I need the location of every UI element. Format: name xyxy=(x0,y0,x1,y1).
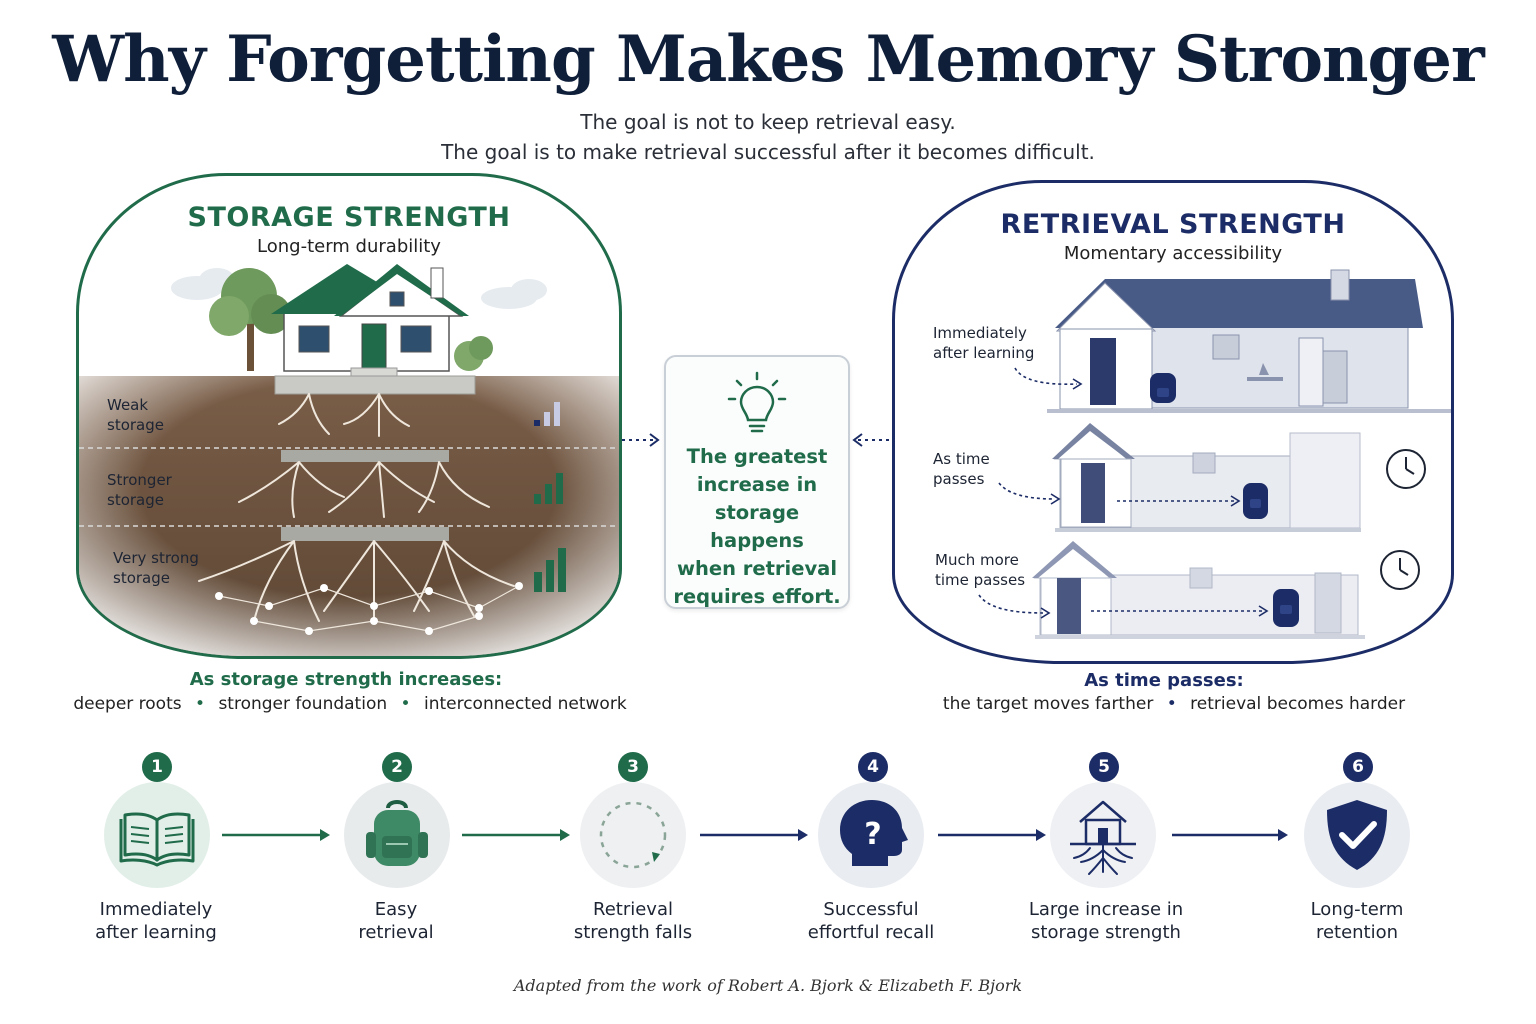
step-3-circle xyxy=(580,782,686,888)
backpack-icon-stage-3 xyxy=(1273,589,1299,627)
storage-title: STORAGE STRENGTH xyxy=(187,202,511,233)
step-5-circle xyxy=(1050,782,1156,888)
subtitle-line-1: The goal is not to keep retrieval easy. xyxy=(580,110,956,134)
step-6-number: 6 xyxy=(1343,752,1373,782)
fading-circle-icon xyxy=(599,801,667,869)
retrieval-caption-items: the target moves farther • retrieval bec… xyxy=(942,694,1406,714)
arrow-1-2-icon xyxy=(222,829,330,841)
backpack-icon xyxy=(366,800,428,866)
arrow-from-retrieval-icon xyxy=(852,433,890,447)
retrieval-title: RETRIEVAL STRENGTH xyxy=(1000,209,1346,240)
stronger-strength-bars xyxy=(534,473,563,504)
insight-text: The greatest increase in storage happens… xyxy=(673,445,841,608)
storage-strength-panel: STORAGE STRENGTH Long-term durability We… xyxy=(76,173,622,659)
arrow-5-6-icon xyxy=(1172,829,1288,841)
roots-weak xyxy=(278,393,410,437)
retrieval-illustration xyxy=(978,269,1451,639)
clock-icon-stage-2 xyxy=(1386,449,1426,489)
retrieval-subtitle: Momentary accessibility xyxy=(1063,243,1283,264)
storage-illustration xyxy=(79,264,619,656)
weak-strength-bars xyxy=(534,402,560,426)
retrieval-caption-heading: As time passes: xyxy=(1084,670,1244,691)
step-1-circle xyxy=(104,782,210,888)
backpack-icon-stage-1 xyxy=(1150,373,1176,403)
tree-icon xyxy=(209,268,493,371)
house-stage-3 xyxy=(1032,541,1365,639)
open-book-icon xyxy=(119,812,195,867)
credit-text: Adapted from the work of Robert A. Bjork… xyxy=(513,976,1023,995)
house-stage-2 xyxy=(1052,423,1361,532)
clock-icon-stage-3 xyxy=(1380,550,1420,590)
arrow-2-3-icon xyxy=(462,829,570,841)
storage-caption-items: deeper roots • stronger foundation • int… xyxy=(73,694,627,714)
head-question-icon: ? xyxy=(840,800,908,866)
very-strong-strength-bars xyxy=(534,548,566,592)
step-4-circle: ? xyxy=(818,782,924,888)
retrieval-strength-panel: RETRIEVAL STRENGTH Momentary accessibili… xyxy=(892,180,1454,664)
step-3-number: 3 xyxy=(618,752,648,782)
arrow-from-storage-icon xyxy=(622,433,660,447)
storage-subtitle: Long-term durability xyxy=(257,236,441,257)
house-roots-icon xyxy=(1070,800,1136,875)
backpack-icon-stage-2 xyxy=(1243,483,1268,519)
step-1-number: 1 xyxy=(142,752,172,782)
house-stage-1 xyxy=(1047,269,1451,413)
shield-check-icon xyxy=(1327,800,1387,870)
arrow-3-4-icon xyxy=(700,829,808,841)
svg-text:?: ? xyxy=(864,817,881,852)
roots-stronger xyxy=(238,461,490,518)
step-5-number: 5 xyxy=(1089,752,1119,782)
subtitle-line-2: The goal is to make retrieval successful… xyxy=(441,140,1095,164)
insight-box: The greatest increase in storage happens… xyxy=(664,355,850,609)
storage-caption-heading: As storage strength increases: xyxy=(189,669,503,690)
step-6-circle xyxy=(1304,782,1410,888)
lightbulb-icon xyxy=(727,371,787,433)
house-icon xyxy=(271,264,469,377)
step-4-number: 4 xyxy=(858,752,888,782)
step-2-circle xyxy=(344,782,450,888)
step-2-number: 2 xyxy=(382,752,412,782)
page-title: Why Forgetting Makes Memory Stronger xyxy=(52,22,1484,97)
arrow-4-5-icon xyxy=(938,829,1046,841)
